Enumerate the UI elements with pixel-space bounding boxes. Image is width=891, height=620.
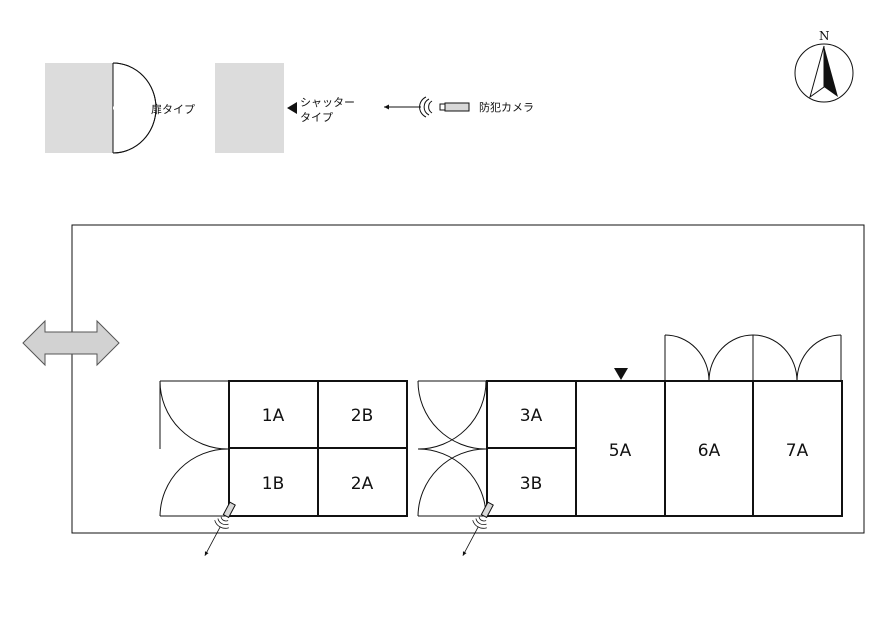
legend-shutter-label-1: シャッター (300, 96, 355, 109)
legend-door-swing-bottom (112, 107, 157, 154)
unit-label: 1A (262, 406, 285, 426)
unit-3b[interactable]: 3B (486, 447, 577, 517)
unit-3a[interactable]: 3A (486, 380, 577, 449)
units: 1A 2B 1B 2A 3A 3B 5A 6A (228, 380, 843, 517)
legend: 扉タイプ シャッター タイプ 防犯カメラ (45, 62, 534, 154)
unit-label: 6A (698, 441, 721, 461)
north-label: N (819, 29, 830, 43)
legend-shutter-unit (215, 63, 284, 153)
legend-camera-label: 防犯カメラ (479, 100, 534, 114)
unit-label: 2B (351, 406, 373, 426)
legend-door-label: 扉タイプ (151, 103, 195, 116)
unit-6a[interactable]: 6A (664, 380, 754, 517)
legend-door-type: 扉タイプ (45, 62, 195, 154)
legend-shutter-label-2: タイプ (300, 111, 333, 124)
unit-2b[interactable]: 2B (317, 380, 408, 449)
security-camera-middle-icon (462, 501, 494, 556)
top-door-swings (664, 334, 842, 382)
legend-camera: 防犯カメラ (384, 96, 534, 118)
middle-door-swings (417, 380, 487, 517)
north-compass: N (794, 29, 854, 103)
unit-1a[interactable]: 1A (228, 380, 319, 449)
left-door-swings (159, 380, 229, 517)
unit-2a[interactable]: 2A (317, 447, 408, 517)
security-camera-left-icon (204, 501, 236, 556)
camera-icon (384, 96, 470, 118)
unit-label: 5A (609, 441, 632, 461)
shutter-marker-5a-icon (614, 368, 628, 380)
shutter-marker-icon (287, 102, 297, 114)
north-arrow-icon (809, 45, 838, 99)
unit-5a[interactable]: 5A (575, 380, 666, 517)
legend-door-unit (45, 63, 113, 153)
entrance-arrow-icon (22, 319, 120, 367)
legend-door-swing-top (112, 62, 157, 109)
unit-7a[interactable]: 7A (752, 380, 843, 517)
legend-shutter-type: シャッター タイプ (215, 63, 355, 153)
unit-label: 2A (351, 474, 374, 494)
unit-label: 3B (520, 474, 542, 494)
unit-label: 1B (262, 474, 284, 494)
unit-1b[interactable]: 1B (228, 447, 319, 517)
unit-label: 7A (786, 441, 809, 461)
unit-label: 3A (520, 406, 543, 426)
